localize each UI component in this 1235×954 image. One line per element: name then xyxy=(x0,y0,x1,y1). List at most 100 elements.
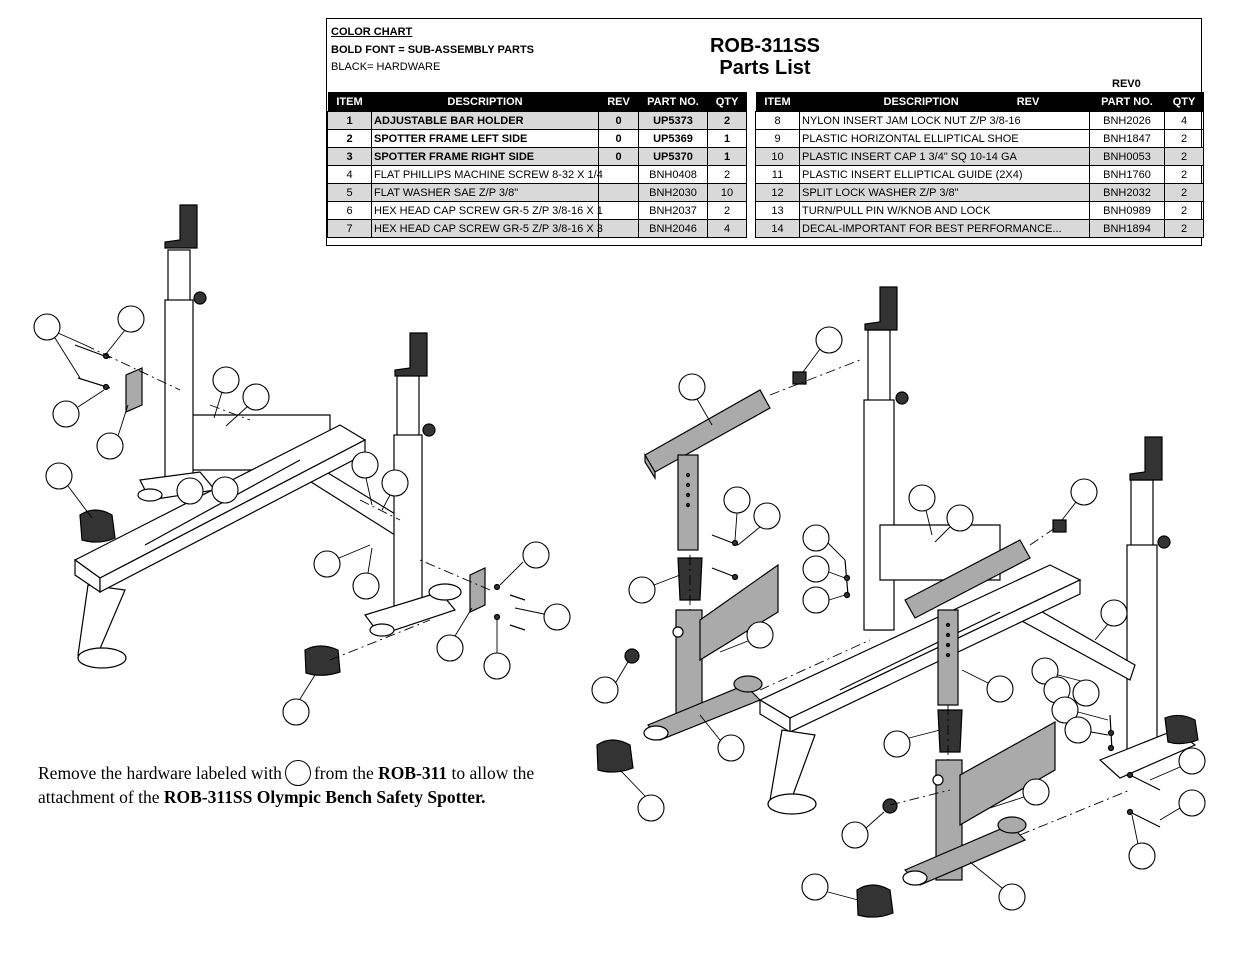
cell-item: 13 xyxy=(755,201,800,220)
header-qty: QTY xyxy=(1164,92,1204,112)
cell-part: BNH1760 xyxy=(1089,165,1165,184)
cell-rev xyxy=(598,219,639,238)
cell-desc: PLASTIC INSERT CAP 1 3/4" SQ 10-14 GA xyxy=(799,147,1090,166)
cell-part: BNH0053 xyxy=(1089,147,1165,166)
cell-desc: SPOTTER FRAME LEFT SIDE xyxy=(371,129,599,148)
cell-desc: SPOTTER FRAME RIGHT SIDE xyxy=(371,147,599,166)
cell-part: UP5369 xyxy=(638,129,708,148)
note-text-3: to allow the attachment of the xyxy=(38,763,535,807)
revision-label: REV0 xyxy=(1112,78,1141,90)
cell-part: BNH2026 xyxy=(1089,111,1165,130)
cell-qty: 2 xyxy=(1164,165,1204,184)
header-qty: QTY xyxy=(707,92,747,112)
table-header-row: ITEM DESCRIPTION REV PART NO. QTY xyxy=(327,92,747,112)
parts-list-panel: COLOR CHART BOLD FONT = SUB-ASSEMBLY PAR… xyxy=(326,18,1204,246)
parts-list-title: Parts List xyxy=(719,57,811,79)
header-description: DESCRIPTION xyxy=(371,92,599,112)
cell-item: 8 xyxy=(755,111,800,130)
cell-part: BNH2046 xyxy=(638,219,708,238)
callout-balloons-right xyxy=(591,326,1206,911)
cell-qty: 2 xyxy=(707,111,747,130)
cell-desc: FLAT PHILLIPS MACHINE SCREW 8-32 X 1/4 xyxy=(371,165,603,184)
cell-item: 5 xyxy=(327,183,372,202)
instruction-note: Remove the hardware labeled with from the… xyxy=(38,760,598,809)
callout-circle-icon xyxy=(284,760,311,786)
note-model-b: ROB-311SS Olympic Bench Safety Spotter. xyxy=(163,787,486,807)
cell-part: UP5370 xyxy=(638,147,708,166)
cell-qty: 2 xyxy=(707,201,747,220)
cell-part: BNH1847 xyxy=(1089,129,1165,148)
cell-qty: 4 xyxy=(707,219,747,238)
cell-desc: PLASTIC INSERT ELLIPTICAL GUIDE (2X4) xyxy=(799,165,1090,184)
note-model-a: ROB-311 xyxy=(378,763,448,783)
cell-part: UP5373 xyxy=(638,111,708,130)
cell-desc: FLAT WASHER SAE Z/P 3/8" xyxy=(371,183,599,202)
cell-qty: 2 xyxy=(1164,147,1204,166)
color-chart-black-note: BLACK= HARDWARE xyxy=(331,61,441,73)
cell-rev xyxy=(598,201,639,220)
header-description: DESCRIPTION REV xyxy=(799,92,1090,112)
cell-item: 12 xyxy=(755,183,800,202)
cell-rev xyxy=(598,165,639,184)
cell-desc: ADJUSTABLE BAR HOLDER xyxy=(371,111,599,130)
cell-qty: 2 xyxy=(1164,219,1204,238)
table-header-row: ITEM DESCRIPTION REV PART NO. QTY xyxy=(755,92,1204,112)
bench-rob-311ss xyxy=(596,286,1199,918)
cell-rev: 0 xyxy=(598,129,639,148)
callout-balloons-left xyxy=(33,305,571,726)
cell-qty: 1 xyxy=(707,129,747,148)
color-chart-title: COLOR CHART xyxy=(331,26,413,38)
header-item: ITEM xyxy=(755,92,800,112)
bench-rob-311 xyxy=(73,204,526,676)
cell-part: BNH1894 xyxy=(1089,219,1165,238)
cell-desc: NYLON INSERT JAM LOCK NUT Z/P 3/8-16 xyxy=(799,111,1090,130)
cell-item: 9 xyxy=(755,129,800,148)
cell-desc: TURN/PULL PIN W/KNOB AND LOCK xyxy=(799,201,1090,220)
header-part-no: PART NO. xyxy=(1089,92,1165,112)
cell-desc: HEX HEAD CAP SCREW GR-5 Z/P 3/8-16 X 1 xyxy=(371,201,603,220)
header-rev-text: REV xyxy=(1016,95,1040,108)
cell-item: 1 xyxy=(327,111,372,130)
cell-part: BNH2030 xyxy=(638,183,708,202)
model-title: ROB-311SS xyxy=(709,35,821,57)
header-rev: REV xyxy=(598,92,639,112)
cell-qty: 10 xyxy=(707,183,747,202)
cell-qty: 4 xyxy=(1164,111,1204,130)
cell-part: BNH0989 xyxy=(1089,201,1165,220)
cell-qty: 2 xyxy=(1164,129,1204,148)
cell-desc: HEX HEAD CAP SCREW GR-5 Z/P 3/8-16 X 3 xyxy=(371,219,603,238)
cell-desc: DECAL-IMPORTANT FOR BEST PERFORMANCE... xyxy=(799,219,1090,238)
color-chart-bold-note: BOLD FONT = SUB-ASSEMBLY PARTS xyxy=(331,44,535,56)
note-text-2: from the xyxy=(313,763,374,783)
cell-desc: PLASTIC HORIZONTAL ELLIPTICAL SHOE xyxy=(799,129,1090,148)
cell-qty: 2 xyxy=(707,165,747,184)
cell-part: BNH2032 xyxy=(1089,183,1165,202)
cell-item: 14 xyxy=(755,219,800,238)
cell-desc: SPLIT LOCK WASHER Z/P 3/8" xyxy=(799,183,1090,202)
header-description-text: DESCRIPTION xyxy=(883,95,959,108)
header-part-no: PART NO. xyxy=(638,92,708,112)
cell-item: 10 xyxy=(755,147,800,166)
cell-item: 2 xyxy=(327,129,372,148)
cell-rev xyxy=(598,183,639,202)
cell-item: 4 xyxy=(327,165,372,184)
note-text-1: Remove the hardware labeled with xyxy=(38,763,282,783)
cell-item: 7 xyxy=(327,219,372,238)
cell-qty: 1 xyxy=(707,147,747,166)
cell-item: 11 xyxy=(755,165,800,184)
cell-item: 3 xyxy=(327,147,372,166)
